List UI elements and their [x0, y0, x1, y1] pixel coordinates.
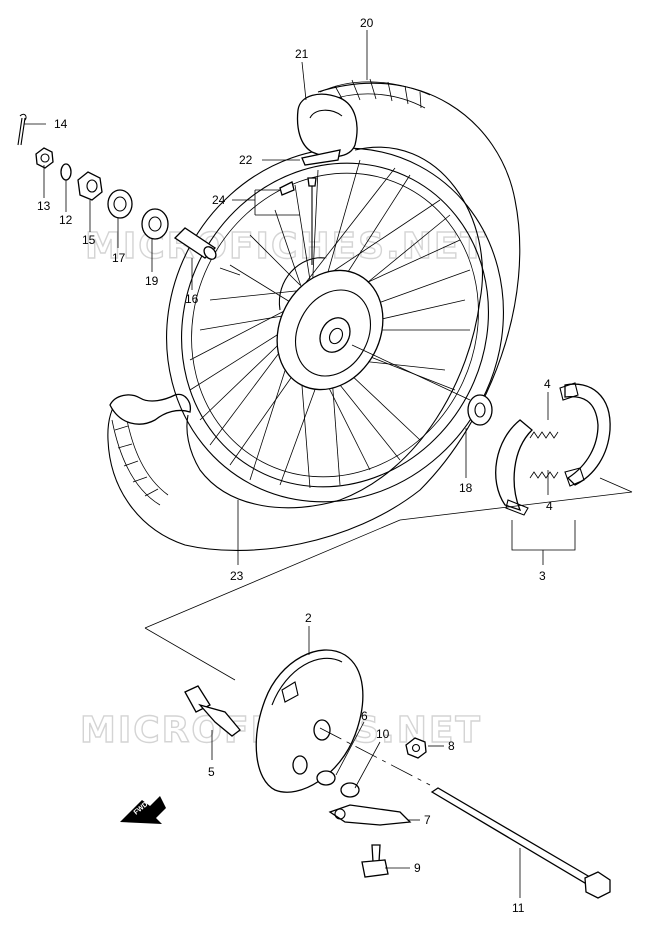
brake-washer	[340, 782, 360, 798]
bearing-left	[141, 208, 169, 240]
tire	[107, 78, 521, 552]
callout-8: 8	[448, 739, 455, 753]
callout-4-upper: 4	[544, 377, 551, 391]
spoke-nipple	[279, 177, 317, 265]
callout-16: 16	[185, 292, 199, 306]
inner-tube	[296, 93, 358, 158]
callout-10: 10	[376, 727, 390, 741]
assembly-lines	[144, 267, 633, 786]
callouts: 20 21 22 24 14 13 12 15 17 19 16 18 4 4 …	[37, 16, 553, 915]
spacer	[77, 171, 103, 201]
callout-14: 14	[54, 117, 68, 131]
leader-lines	[24, 30, 576, 898]
callout-24: 24	[212, 193, 226, 207]
brake-shoes	[495, 382, 611, 516]
washer	[60, 163, 72, 181]
callout-4-lower: 4	[546, 499, 553, 513]
callout-23: 23	[230, 569, 244, 583]
callout-11: 11	[512, 901, 525, 915]
callout-15: 15	[82, 233, 96, 247]
brake-cam	[184, 685, 241, 737]
callout-3: 3	[539, 569, 546, 583]
spacer-tube	[173, 227, 217, 260]
fwd-arrow: FWD	[120, 796, 166, 824]
callout-17: 17	[112, 251, 126, 265]
oil-seal	[107, 189, 133, 219]
brake-panel	[255, 649, 364, 793]
axle	[430, 787, 611, 899]
callout-12: 12	[59, 213, 73, 227]
arm-bolt	[361, 844, 389, 878]
callout-20: 20	[360, 16, 374, 30]
brake-arm	[328, 804, 412, 826]
axle-nut	[35, 147, 54, 169]
callout-2: 2	[305, 611, 312, 625]
callout-9: 9	[414, 861, 421, 875]
cotter-pin	[17, 113, 27, 146]
callout-19: 19	[145, 274, 159, 288]
lever-nut	[405, 737, 427, 759]
brake-springs	[529, 431, 559, 479]
callout-13: 13	[37, 199, 51, 213]
callout-6: 6	[361, 709, 368, 723]
callout-21: 21	[295, 47, 309, 61]
callout-7: 7	[424, 813, 431, 827]
o-ring	[316, 770, 336, 786]
callout-22: 22	[239, 153, 253, 167]
rim-band	[301, 149, 341, 166]
callout-5: 5	[208, 765, 215, 779]
wheel-hub	[276, 257, 384, 391]
bearing-right	[467, 394, 493, 426]
callout-18: 18	[459, 481, 473, 495]
